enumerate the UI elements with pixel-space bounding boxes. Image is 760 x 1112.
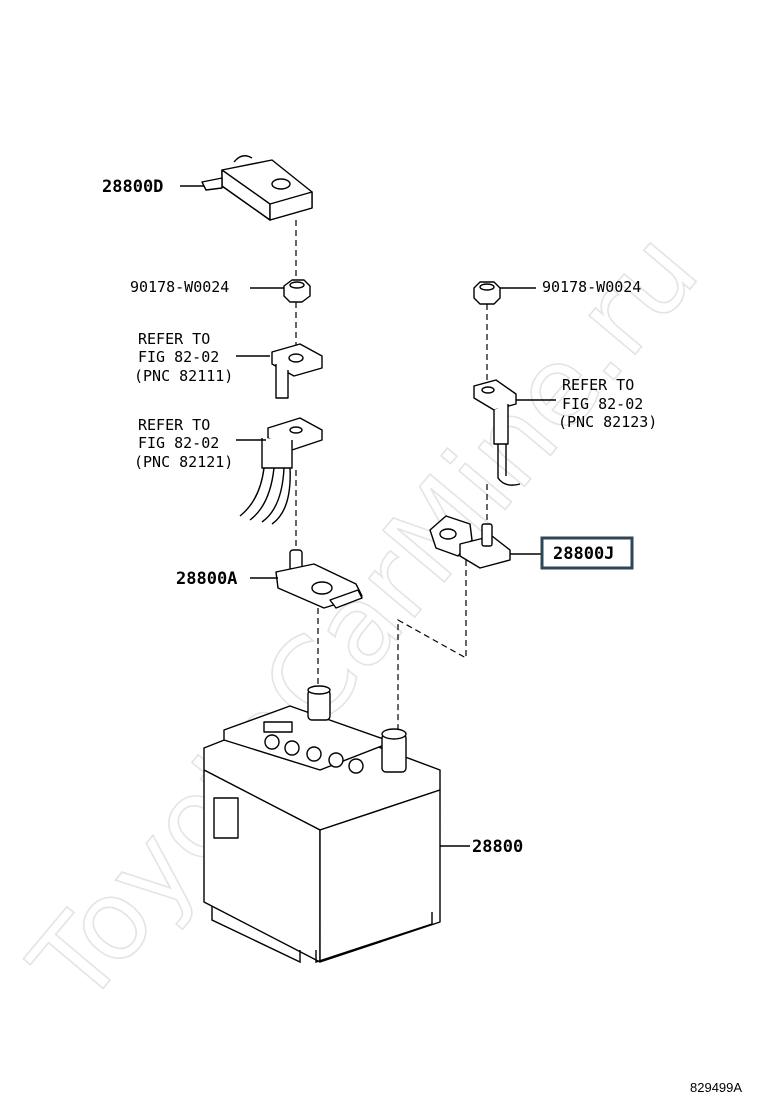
junction-cover-label[interactable]: 28800D — [102, 177, 163, 197]
refer1-line1: REFER TO — [138, 330, 210, 348]
refer2-line2: FIG 82-02 — [138, 434, 219, 452]
nut-left-part[interactable] — [283, 279, 311, 303]
cable-terminal-82123 — [473, 379, 556, 486]
positive-terminal-label[interactable]: 28800A — [176, 569, 237, 589]
refer2-line3: (PNC 82121) — [134, 453, 233, 471]
refer3-line3: (PNC 82123) — [558, 413, 657, 431]
positive-terminal-part[interactable] — [275, 549, 363, 609]
negative-terminal-label[interactable]: 28800J — [553, 544, 614, 564]
refer1-line2: FIG 82-02 — [138, 348, 219, 366]
battery-part[interactable] — [203, 685, 441, 964]
illustration-id: 829499A — [690, 1080, 742, 1095]
nut-left-label[interactable]: 90178-W0024 — [130, 278, 229, 296]
junction-cover-part[interactable] — [201, 155, 313, 221]
nut-right-part[interactable] — [473, 281, 501, 305]
battery-label[interactable]: 28800 — [472, 837, 523, 857]
refer2-line1: REFER TO — [138, 416, 210, 434]
refer3-line1: REFER TO — [562, 376, 634, 394]
refer3-line2: FIG 82-02 — [562, 395, 643, 413]
cable-terminal-82121 — [236, 417, 323, 525]
cable-terminal-82111 — [236, 343, 323, 399]
negative-terminal-part[interactable] — [429, 515, 511, 569]
refer1-line3: (PNC 82111) — [134, 367, 233, 385]
nut-right-label[interactable]: 90178-W0024 — [542, 278, 641, 296]
negative-terminal-highlight — [540, 536, 634, 570]
